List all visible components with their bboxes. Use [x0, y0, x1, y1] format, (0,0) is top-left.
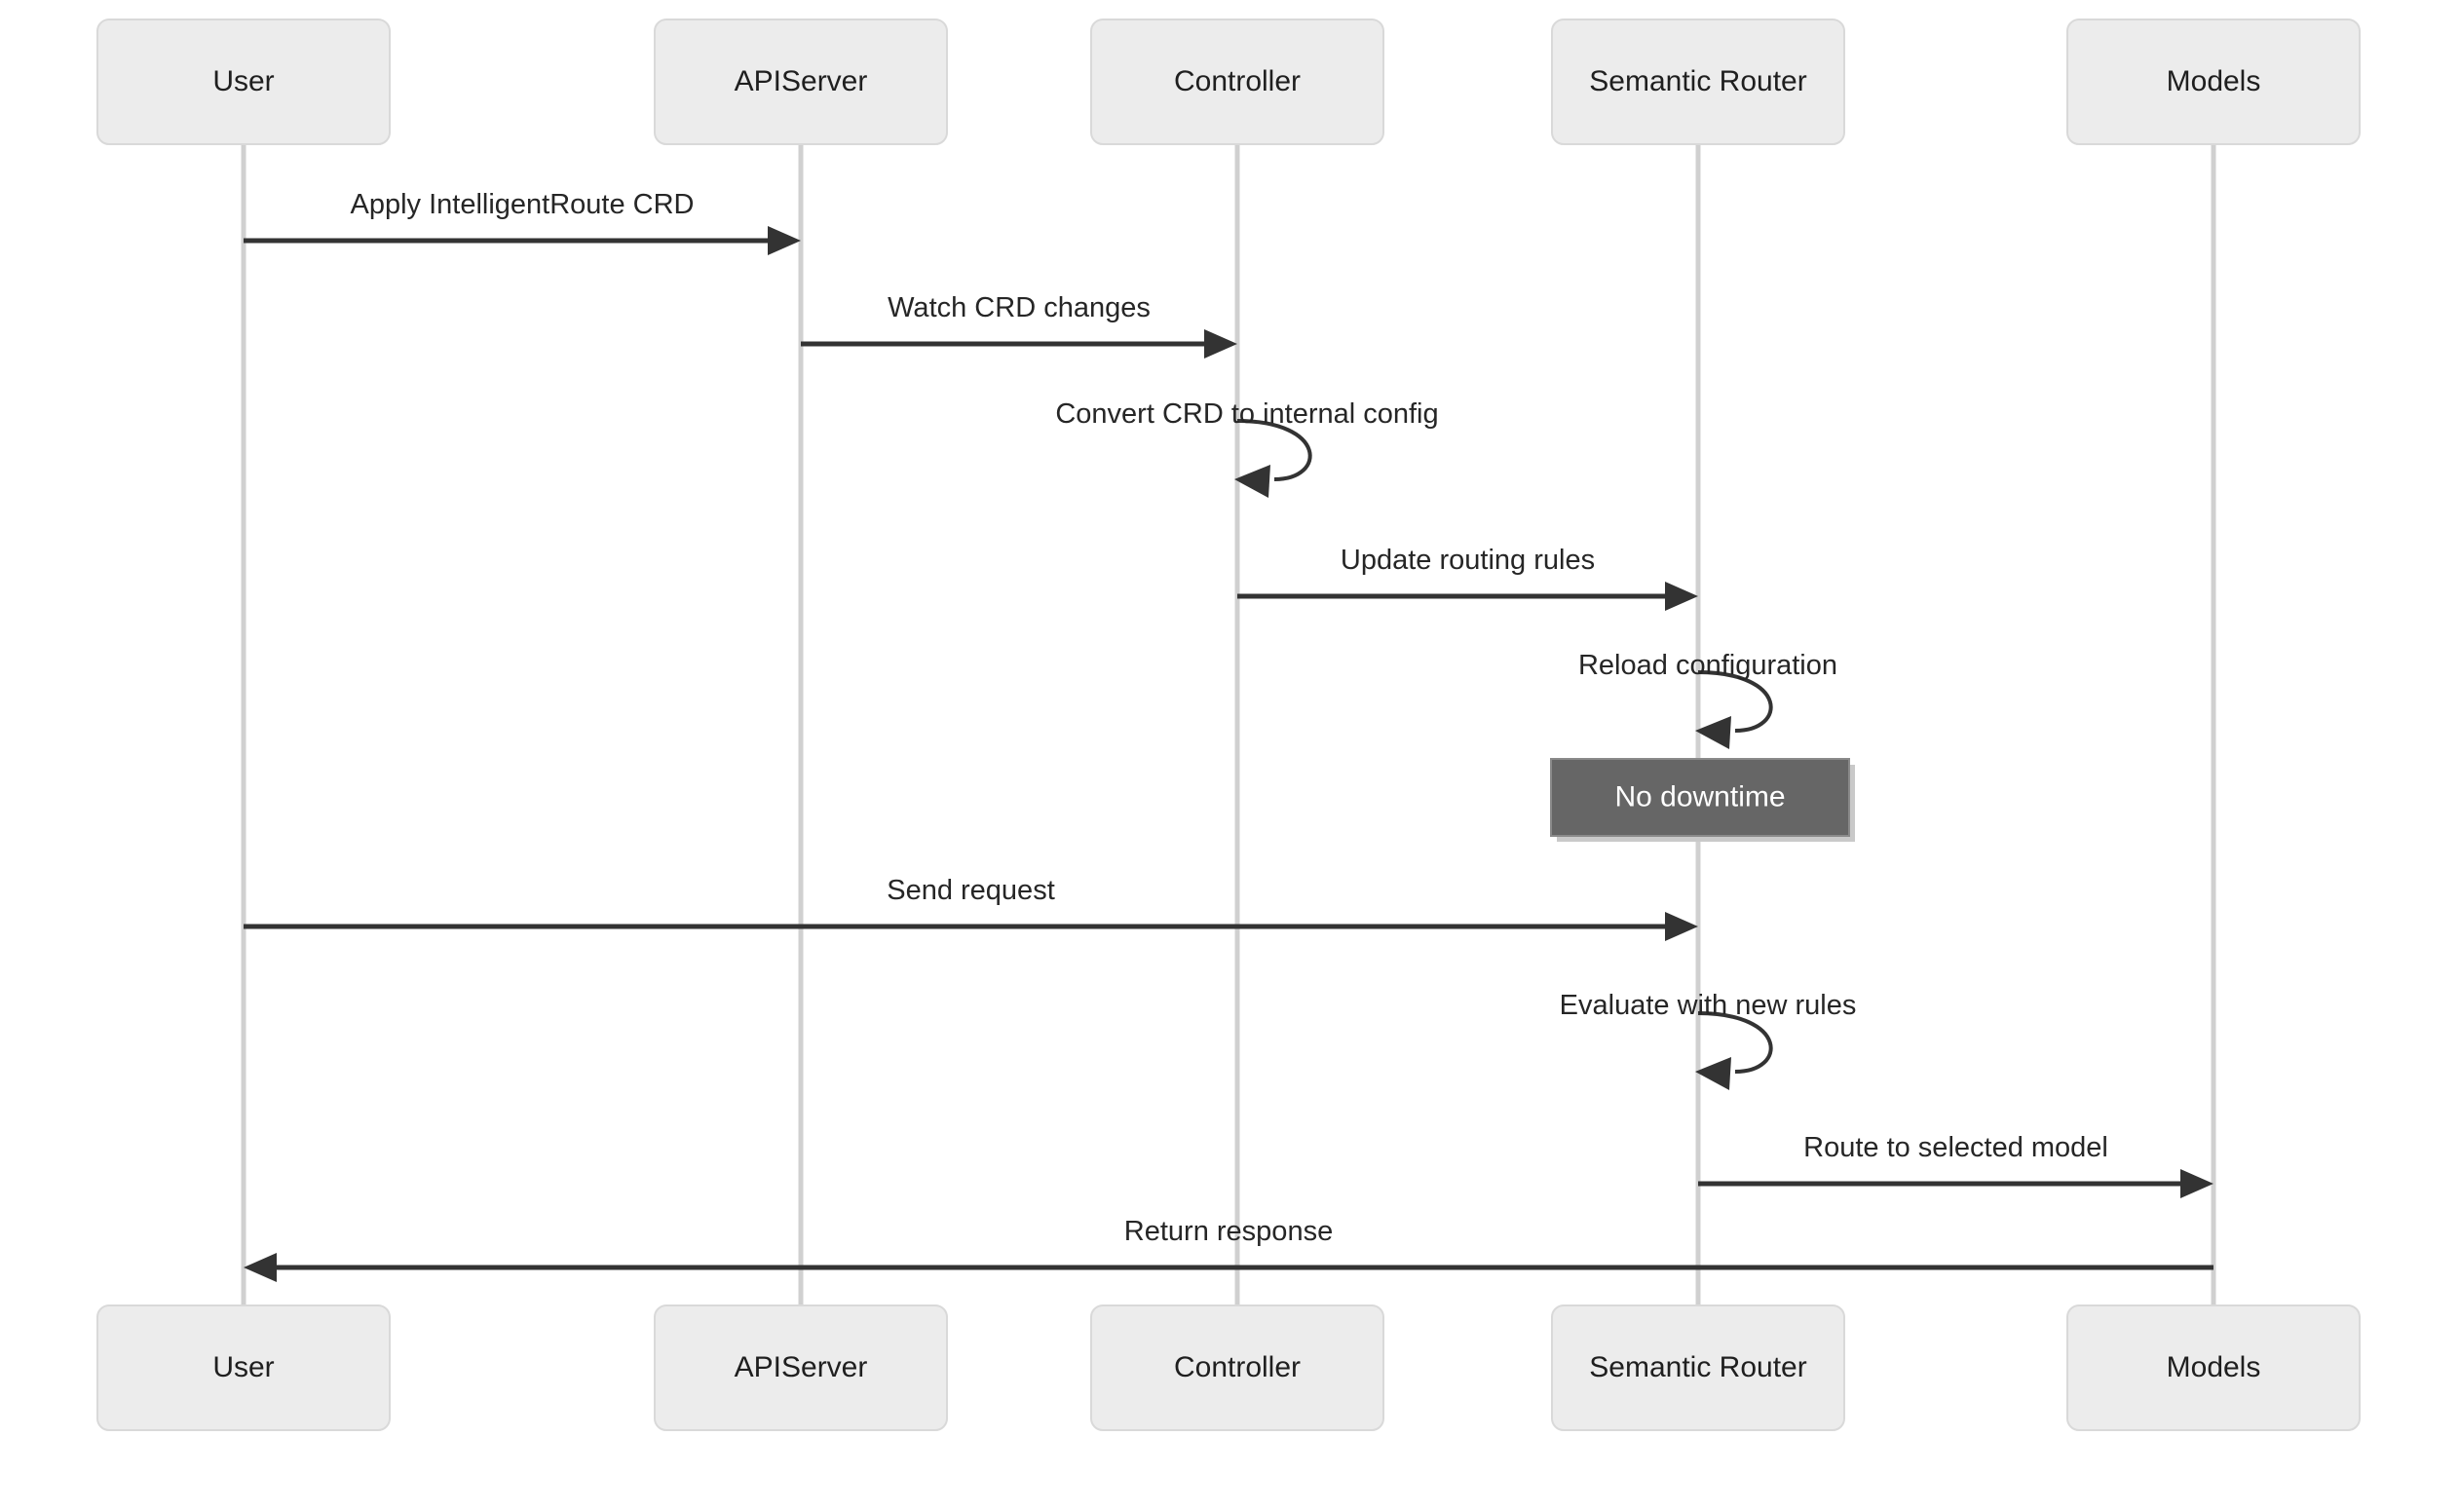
participant-label-user: User [212, 65, 274, 97]
note-box-n1[interactable] [1550, 758, 1850, 837]
arrow-head-m7 [1695, 1057, 1731, 1090]
participant-label-router: Semantic Router [1589, 1351, 1806, 1383]
participant-box-user[interactable] [96, 19, 391, 145]
participant-box-router[interactable] [1551, 19, 1845, 145]
participant-label-user: User [212, 1351, 274, 1383]
arrow-head-m8 [2180, 1169, 2213, 1198]
message-m1[interactable]: Apply IntelligentRoute CRD [244, 189, 801, 255]
message-label-m2: Watch CRD changes [888, 292, 1151, 323]
note-label-n1: No downtime [1614, 780, 1785, 813]
participant-router-top[interactable]: Semantic Router [1551, 19, 1845, 145]
participant-box-controller[interactable] [1090, 1304, 1384, 1431]
notes-layer: No downtime [1550, 758, 1855, 842]
message-m7[interactable]: Evaluate with new rules [1560, 990, 1857, 1090]
participant-user-top[interactable]: User [96, 19, 391, 145]
participant-models-bottom[interactable]: Models [2066, 1304, 2361, 1431]
message-m4[interactable]: Update routing rules [1237, 545, 1698, 611]
participant-box-models[interactable] [2066, 1304, 2361, 1431]
participant-label-controller: Controller [1174, 65, 1301, 97]
participants-top-layer: User APIServer Controller Semantic Router Mo… [96, 19, 2361, 145]
participant-box-router[interactable] [1551, 1304, 1845, 1431]
self-loop-path-m3 [1236, 419, 1312, 481]
message-label-m6: Send request [887, 875, 1055, 906]
participant-label-models: Models [2167, 65, 2261, 97]
participant-controller-bottom[interactable]: Controller [1090, 1304, 1384, 1431]
participant-box-models[interactable] [2066, 19, 2361, 145]
message-m6[interactable]: Send request [244, 875, 1698, 941]
message-m5[interactable]: Reload configuration [1578, 650, 1837, 749]
participants-bottom-layer: User APIServer Controller Semantic Router Mo… [96, 1304, 2361, 1431]
message-m9[interactable]: Return response [244, 1216, 2213, 1282]
participant-label-apiserver: APIServer [735, 65, 868, 97]
message-m3[interactable]: Convert CRD to internal config [1055, 398, 1439, 498]
participant-box-apiserver[interactable] [654, 19, 948, 145]
messages-layer: Apply IntelligentRoute CRD Watch CRD chan… [244, 189, 2213, 1282]
arrow-head-m3 [1234, 465, 1270, 498]
participant-label-apiserver: APIServer [735, 1351, 868, 1383]
message-label-m7: Evaluate with new rules [1560, 990, 1857, 1021]
arrow-head-m4 [1665, 582, 1698, 611]
self-loop-path-m5 [1697, 670, 1773, 733]
arrow-head-m9 [244, 1253, 277, 1282]
participant-label-controller: Controller [1174, 1351, 1301, 1383]
participant-box-user[interactable] [96, 1304, 391, 1431]
lifelines-layer [241, 144, 2216, 1305]
message-label-m5: Reload configuration [1578, 650, 1837, 681]
participant-label-models: Models [2167, 1351, 2261, 1383]
arrow-head-m5 [1695, 716, 1731, 749]
participant-box-apiserver[interactable] [654, 1304, 948, 1431]
arrow-head-m2 [1204, 329, 1237, 359]
message-m2[interactable]: Watch CRD changes [801, 292, 1237, 359]
participant-label-router: Semantic Router [1589, 65, 1806, 97]
self-loop-path-m7 [1697, 1011, 1773, 1074]
message-label-m8: Route to selected model [1803, 1132, 2108, 1163]
arrow-head-m6 [1665, 912, 1698, 941]
message-label-m1: Apply IntelligentRoute CRD [350, 189, 694, 220]
participant-apiserver-top[interactable]: APIServer [654, 19, 948, 145]
participant-models-top[interactable]: Models [2066, 19, 2361, 145]
message-m8[interactable]: Route to selected model [1698, 1132, 2213, 1198]
participant-user-bottom[interactable]: User [96, 1304, 391, 1431]
message-label-m3: Convert CRD to internal config [1055, 398, 1438, 430]
participant-controller-top[interactable]: Controller [1090, 19, 1384, 145]
participant-router-bottom[interactable]: Semantic Router [1551, 1304, 1845, 1431]
message-label-m4: Update routing rules [1341, 545, 1595, 576]
note-n1[interactable]: No downtime [1550, 758, 1855, 842]
arrow-head-m1 [768, 226, 801, 255]
participant-apiserver-bottom[interactable]: APIServer [654, 1304, 948, 1431]
message-label-m9: Return response [1124, 1216, 1333, 1247]
participant-box-controller[interactable] [1090, 19, 1384, 145]
